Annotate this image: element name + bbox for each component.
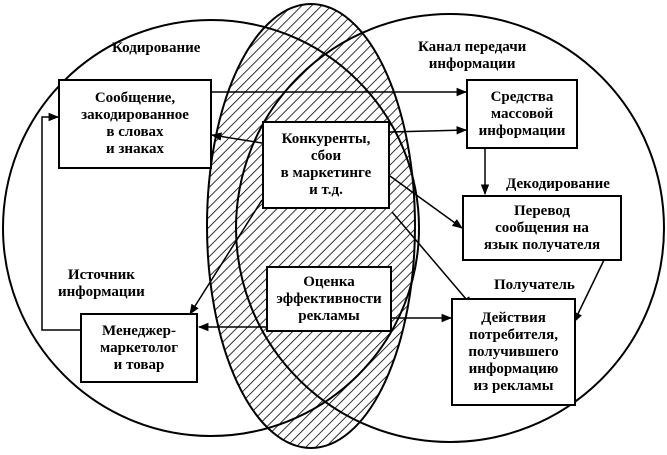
label-decoding: Декодирование: [506, 176, 610, 192]
box-encoded-message: Сообщение, закодированное в словах и зна…: [58, 79, 212, 169]
arrow-noise-to-translation: [389, 175, 463, 229]
label-channel: Канал передачи информации: [418, 39, 527, 72]
box-mass-media: Средства массовой информации: [466, 79, 578, 149]
arrow-noise-to-manager: [189, 199, 263, 315]
box-ad-effectiveness: Оценка эффективности рекламы: [266, 266, 392, 332]
label-source: Источник информации: [58, 267, 145, 300]
hatched-noise-region: [206, 3, 416, 449]
arrow-noise-to-message: [210, 132, 263, 144]
arrow-translation-to-consumer: [573, 259, 605, 323]
receiver-circle: [235, 13, 665, 443]
arrow-noise-to-consumer: [391, 211, 473, 307]
box-marketing-manager: Менеджер- маркетолог и товар: [80, 313, 198, 383]
arrow-noise-to-media: [389, 126, 468, 135]
box-competitors-noise: Конкуренты, сбои в маркетинге и т.д.: [262, 121, 390, 209]
box-message-translation: Перевод сообщения на язык получателя: [462, 195, 622, 261]
sender-circle: [2, 19, 420, 437]
box-consumer-actions: Действия потребителя, получившего информ…: [451, 298, 576, 406]
label-receiver: Получатель: [494, 277, 575, 293]
arrow-manager-to-message: [41, 112, 80, 331]
label-coding: Кодирование: [112, 40, 201, 56]
